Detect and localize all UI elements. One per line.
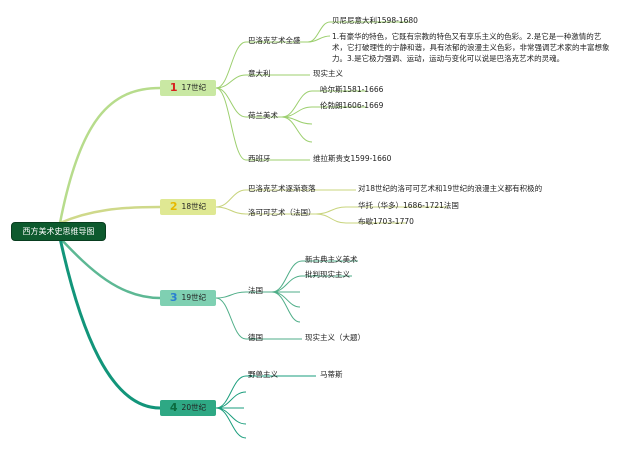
branch-17c <box>58 86 161 224</box>
node-17th-century[interactable]: 1 17世纪 <box>160 80 216 96</box>
node-rococo[interactable]: 洛可可艺术（法国） <box>248 208 316 217</box>
root-node[interactable]: 西方美术史思维导图 <box>11 222 106 241</box>
node-italy-realism[interactable]: 现实主义 <box>313 69 343 78</box>
node-hals[interactable]: 哈尔斯1581-1666 <box>320 85 384 94</box>
number-badge-1: 1 <box>169 81 178 94</box>
node-20th-century[interactable]: 4 20世纪 <box>160 400 216 416</box>
node-18th-century-label: 18世纪 <box>181 202 207 211</box>
branch-18c <box>59 205 161 225</box>
node-17th-century-label: 17世纪 <box>181 83 207 92</box>
node-19th-century-label: 19世纪 <box>181 293 207 302</box>
node-fauvism[interactable]: 野兽主义 <box>248 370 278 379</box>
node-italy[interactable]: 意大利 <box>248 69 271 78</box>
node-boucher[interactable]: 布歇1703-1770 <box>358 217 414 226</box>
node-rococo-note[interactable]: 对18世纪的洛可可艺术和19世纪的浪漫主义都有积极的 <box>358 184 543 193</box>
number-badge-3: 3 <box>169 291 178 304</box>
number-badge-2: 2 <box>169 200 178 213</box>
node-20th-century-label: 20世纪 <box>181 403 207 412</box>
node-rembrandt[interactable]: 伦勃朗1606-1669 <box>320 101 384 110</box>
node-dutch-art[interactable]: 荷兰美术 <box>248 111 278 120</box>
node-baroque-peak[interactable]: 巴洛克艺术全盛 <box>248 36 301 45</box>
node-germany[interactable]: 德国 <box>248 333 263 342</box>
node-france[interactable]: 法国 <box>248 286 263 295</box>
node-critical-realism[interactable]: 批判现实主义 <box>305 270 350 279</box>
node-spain[interactable]: 西班牙 <box>248 154 271 163</box>
node-velazquez[interactable]: 维拉斯贵支1599-1660 <box>313 154 392 163</box>
number-badge-4: 4 <box>169 401 178 414</box>
node-matisse[interactable]: 马蒂斯 <box>320 370 343 379</box>
node-bernini[interactable]: 贝尼尼意大利1598-1680 <box>332 16 418 25</box>
node-neoclassicism[interactable]: 新古典主义美术 <box>305 255 358 264</box>
node-baroque-decline[interactable]: 巴洛克艺术逐渐衰落 <box>248 184 316 193</box>
node-19th-century[interactable]: 3 19世纪 <box>160 290 216 306</box>
node-baroque-description[interactable]: 1.有豪华的特色，它既有宗教的特色又有享乐主义的色彩。2.是它是一种激情的艺术，… <box>332 32 610 63</box>
node-germany-realism[interactable]: 现实主义（大题） <box>305 333 365 342</box>
branch-19c <box>59 237 161 300</box>
branch-20c <box>58 237 161 410</box>
node-watteau[interactable]: 华托（华多）1686-1721法国 <box>358 201 459 210</box>
node-18th-century[interactable]: 2 18世纪 <box>160 199 216 215</box>
